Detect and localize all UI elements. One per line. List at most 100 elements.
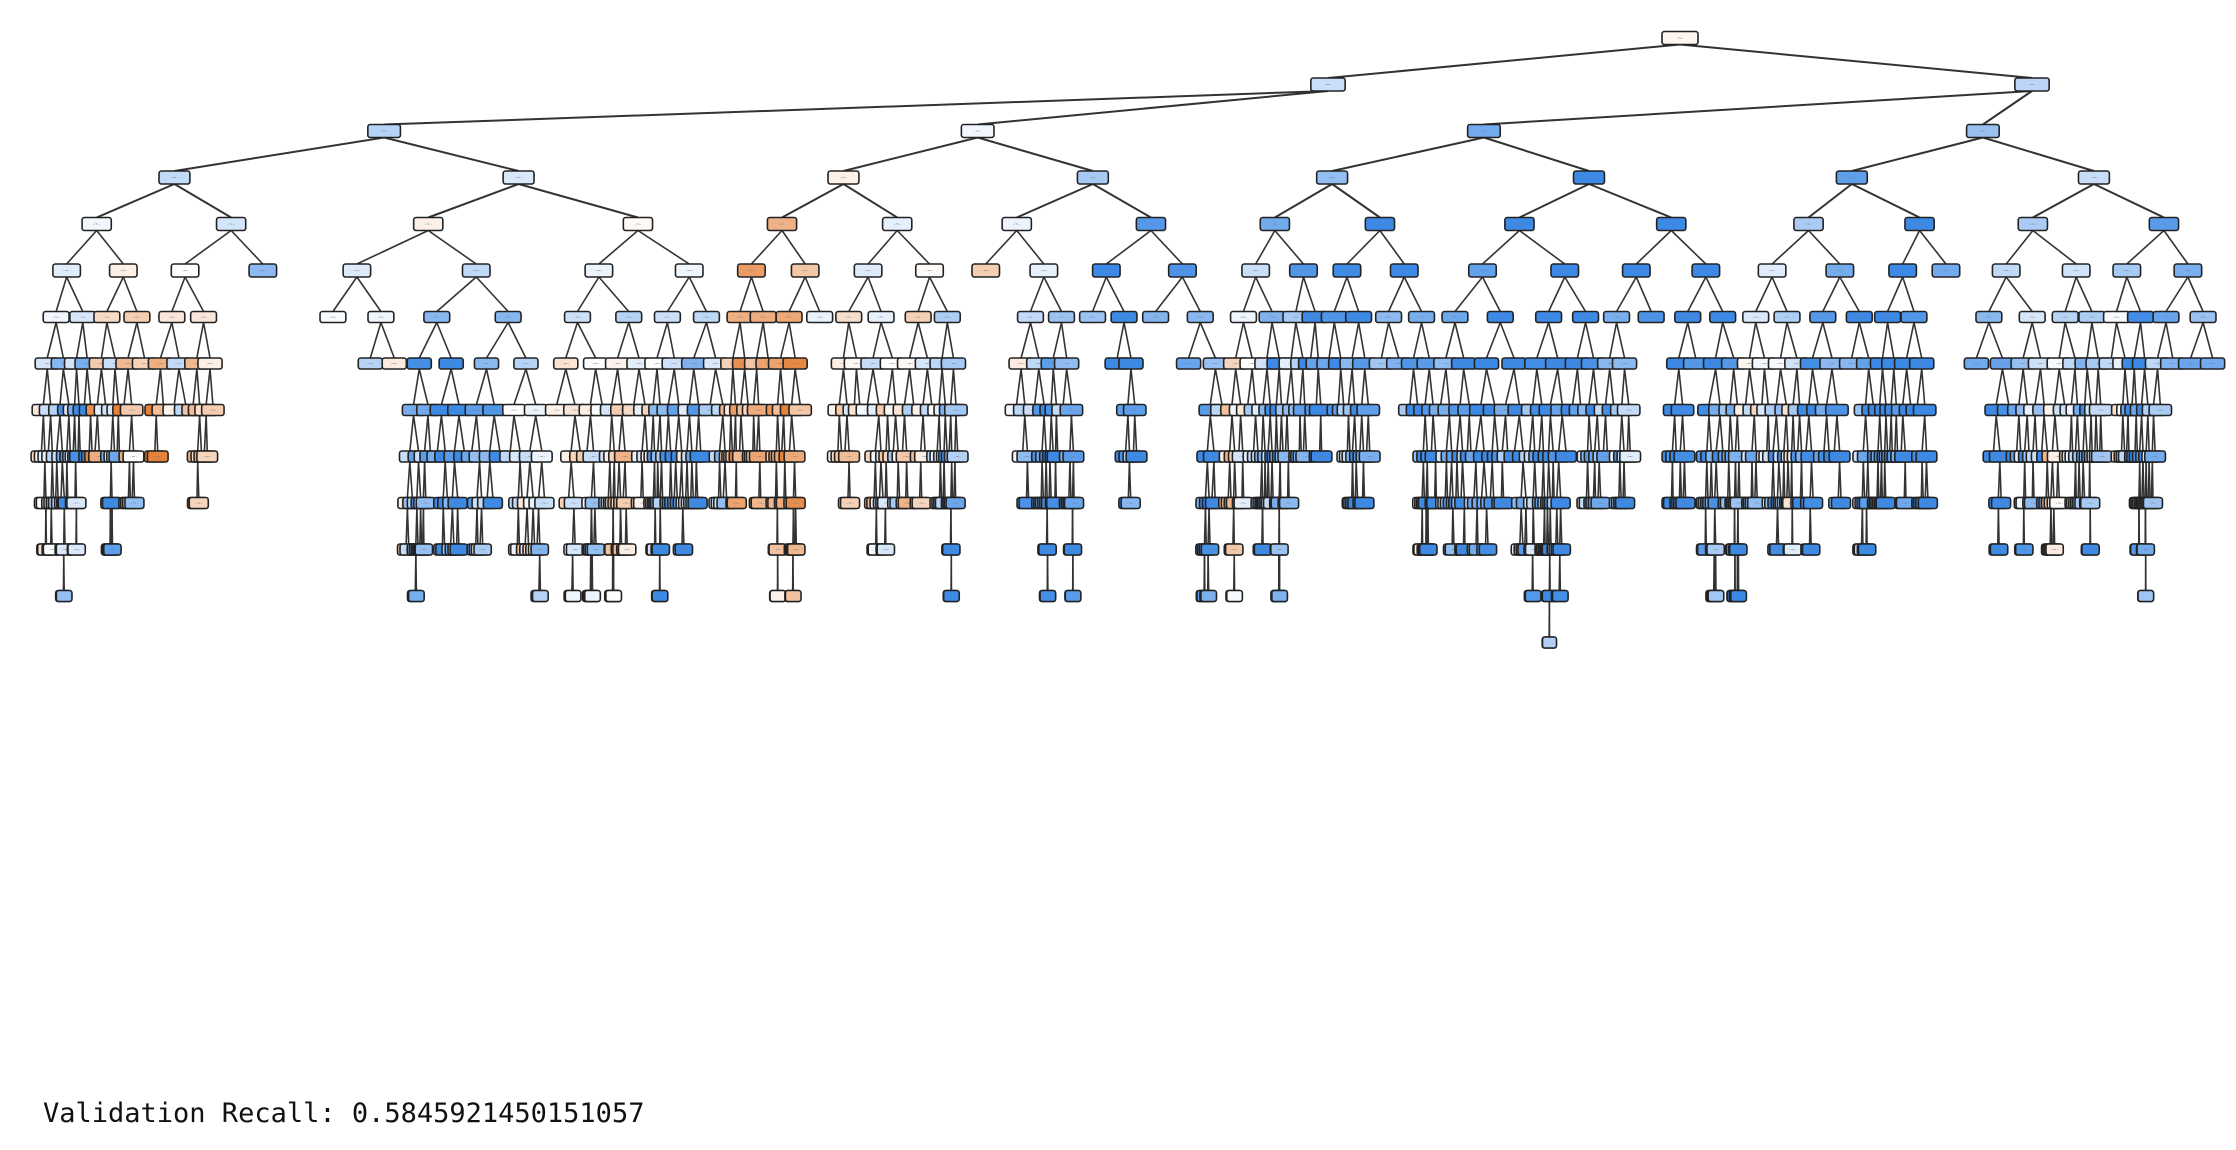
tree-edge [174, 136, 385, 172]
tree-edge [1050, 368, 1055, 405]
tree-edge [2070, 368, 2076, 405]
tree-edge [332, 276, 358, 312]
node-label: ·~· [95, 455, 103, 461]
node-box [835, 310, 863, 324]
tree-node: ·~· [839, 496, 861, 510]
tree-node: ·~· [1783, 543, 1803, 556]
node-label: ·~· [353, 269, 361, 275]
tree-edge [1504, 415, 1509, 452]
tree-node: ·~· [2143, 450, 2167, 463]
node-box [215, 216, 247, 232]
tree-edge [576, 322, 597, 359]
tree-edge [1209, 368, 1217, 405]
tree-edge [1271, 322, 1280, 359]
tree-node: ·~· [726, 310, 754, 324]
tree-edge [383, 136, 519, 172]
node-label: ·~· [455, 548, 463, 554]
node-label: ·~· [635, 362, 643, 368]
node-label: ·~· [93, 222, 101, 228]
tree-node: ·~· [367, 310, 395, 324]
node-box [1118, 357, 1144, 370]
tree-node: ·~· [2081, 543, 2100, 556]
tree-edge [609, 461, 612, 498]
tree-edge [1420, 322, 1430, 359]
tree-edge [867, 276, 882, 312]
tree-edge [1623, 461, 1626, 498]
tree-edge [2127, 415, 2130, 452]
node-label: ·~· [1044, 548, 1052, 554]
node-box [1016, 310, 1045, 324]
node-label: ·~· [1131, 408, 1139, 414]
tree-edge [1445, 461, 1449, 498]
tree-edge [1233, 461, 1237, 498]
tree-edge [1571, 368, 1579, 405]
tree-edge [1861, 508, 1864, 545]
tree-edge [718, 415, 724, 452]
tree-edge [1839, 276, 1860, 312]
tree-edge [1020, 368, 1026, 405]
tree-node: ·~· [1675, 496, 1696, 510]
tree-edge [1531, 368, 1538, 405]
node-label: ·~· [952, 408, 960, 414]
tree-node: ·~· [1963, 357, 1990, 370]
tree-edge [1751, 461, 1754, 498]
tree-edge [1997, 508, 2000, 545]
tree-edge [866, 368, 874, 405]
tree-edge [1290, 368, 1295, 405]
tree-node [769, 589, 787, 603]
tree-edge [886, 368, 894, 405]
node-box [55, 589, 73, 603]
tree-node: ·~· [1125, 450, 1148, 463]
tree-edge [1105, 229, 1152, 265]
tree-node: ·~· [42, 310, 70, 324]
tree-edge [1798, 415, 1803, 452]
node-label: ·~· [1070, 455, 1078, 461]
tree-edge [1475, 461, 1478, 498]
tree-node: ·~· [1038, 543, 1057, 556]
tree-edge [1755, 276, 1773, 312]
tree-edge [1771, 229, 1810, 265]
tree-edge [1531, 415, 1536, 452]
tree-node: ·~· [692, 310, 721, 324]
tree-edge [1547, 322, 1559, 359]
tree-edge [1975, 322, 1990, 359]
tree-edge [570, 415, 576, 452]
tree-edge [114, 368, 120, 405]
node-label: ·~· [1385, 315, 1393, 321]
tree-node: ·~· [1389, 263, 1419, 278]
tree-edge [480, 508, 484, 545]
tree-edge [1714, 322, 1724, 359]
tree-edge [732, 322, 741, 359]
tree-node: ·~· [2177, 357, 2204, 370]
tree-node: ·~· [617, 543, 637, 556]
tree-edge [1290, 322, 1297, 359]
tree-edge [1060, 322, 1068, 359]
node-box [189, 310, 218, 324]
tree-edge [1982, 136, 2095, 172]
node-label: ·~· [1863, 548, 1871, 554]
node-box [1229, 310, 1258, 324]
node-label: ·~· [473, 269, 481, 275]
tree-edge [1721, 322, 1735, 359]
node-label: ·~· [103, 315, 111, 321]
tree-edge [419, 508, 423, 545]
node-box [784, 589, 802, 603]
tree-node: ·~· [1965, 123, 2000, 139]
tree-edge [2142, 461, 2145, 498]
tree-node: ·~· [1186, 310, 1214, 324]
tree-edge [1347, 415, 1351, 452]
node-label: ·~· [562, 362, 570, 368]
node-label: ·~· [1376, 222, 1384, 228]
tree-edge [1264, 461, 1267, 498]
tree-edge [779, 322, 790, 359]
tree-edge [1708, 415, 1713, 452]
tree-edge [1833, 415, 1838, 452]
node-label: ·~· [904, 501, 912, 507]
tree-node: ·~· [1141, 310, 1170, 324]
node-label: ·~· [1317, 408, 1325, 414]
tree-node [1541, 636, 1558, 649]
node-box [1078, 310, 1107, 324]
node-label: ·~· [2088, 315, 2096, 321]
tree-node: ·~· [945, 496, 966, 510]
node-label: ·~· [204, 455, 212, 461]
